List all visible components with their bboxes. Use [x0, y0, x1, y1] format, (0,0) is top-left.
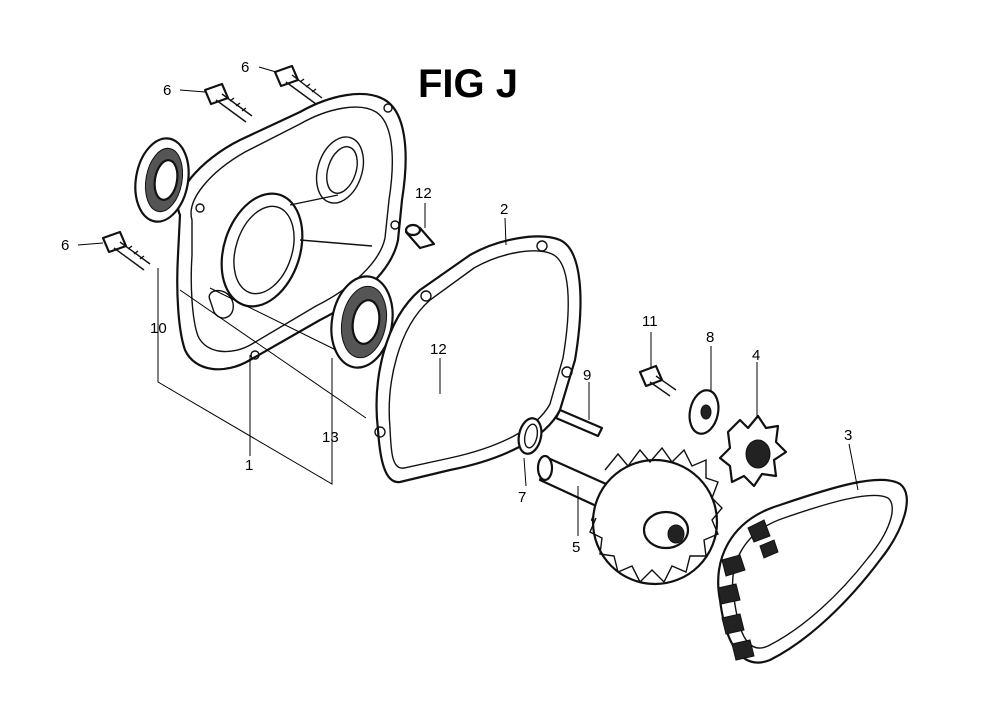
- callout-3: 3: [844, 427, 852, 444]
- callout-12-lower: 12: [430, 341, 447, 358]
- callout-9: 9: [583, 367, 591, 384]
- washer: [688, 389, 720, 435]
- callout-11: 11: [642, 313, 658, 330]
- callout-1: 1: [245, 457, 253, 474]
- figure-title: FIG J: [418, 62, 518, 106]
- flange-bolt-left: [101, 230, 151, 271]
- dowel-pin-upper: [404, 223, 436, 250]
- callout-12-upper: 12: [415, 185, 432, 202]
- callout-13: 13: [322, 429, 339, 446]
- callout-6-middle: 6: [163, 82, 171, 99]
- drive-shaft-sprocket: [536, 446, 723, 586]
- callout-7: 7: [518, 489, 526, 506]
- flange-bolt-top: [273, 64, 323, 105]
- oil-seal: [134, 137, 190, 223]
- drive-sprocket-small: [718, 414, 788, 488]
- callout-8: 8: [706, 329, 714, 346]
- callout-2: 2: [500, 201, 508, 218]
- sprocket-bolt: [638, 364, 677, 397]
- callout-10: 10: [150, 320, 167, 337]
- callout-4: 4: [752, 347, 760, 364]
- case-cover-gasket: [374, 235, 582, 484]
- flange-bolt-middle: [203, 82, 253, 123]
- woodruff-key: [554, 408, 604, 438]
- drive-chain: [717, 478, 908, 664]
- callout-6-top: 6: [241, 59, 249, 76]
- circlip: [517, 417, 543, 455]
- leader-lines: [77, 66, 859, 536]
- callout-labels: 1 2 3 4 5 6 6 6 7 8 9 10 11 12 12 13: [61, 59, 852, 556]
- callout-5: 5: [572, 539, 580, 556]
- callout-6-left: 6: [61, 237, 69, 254]
